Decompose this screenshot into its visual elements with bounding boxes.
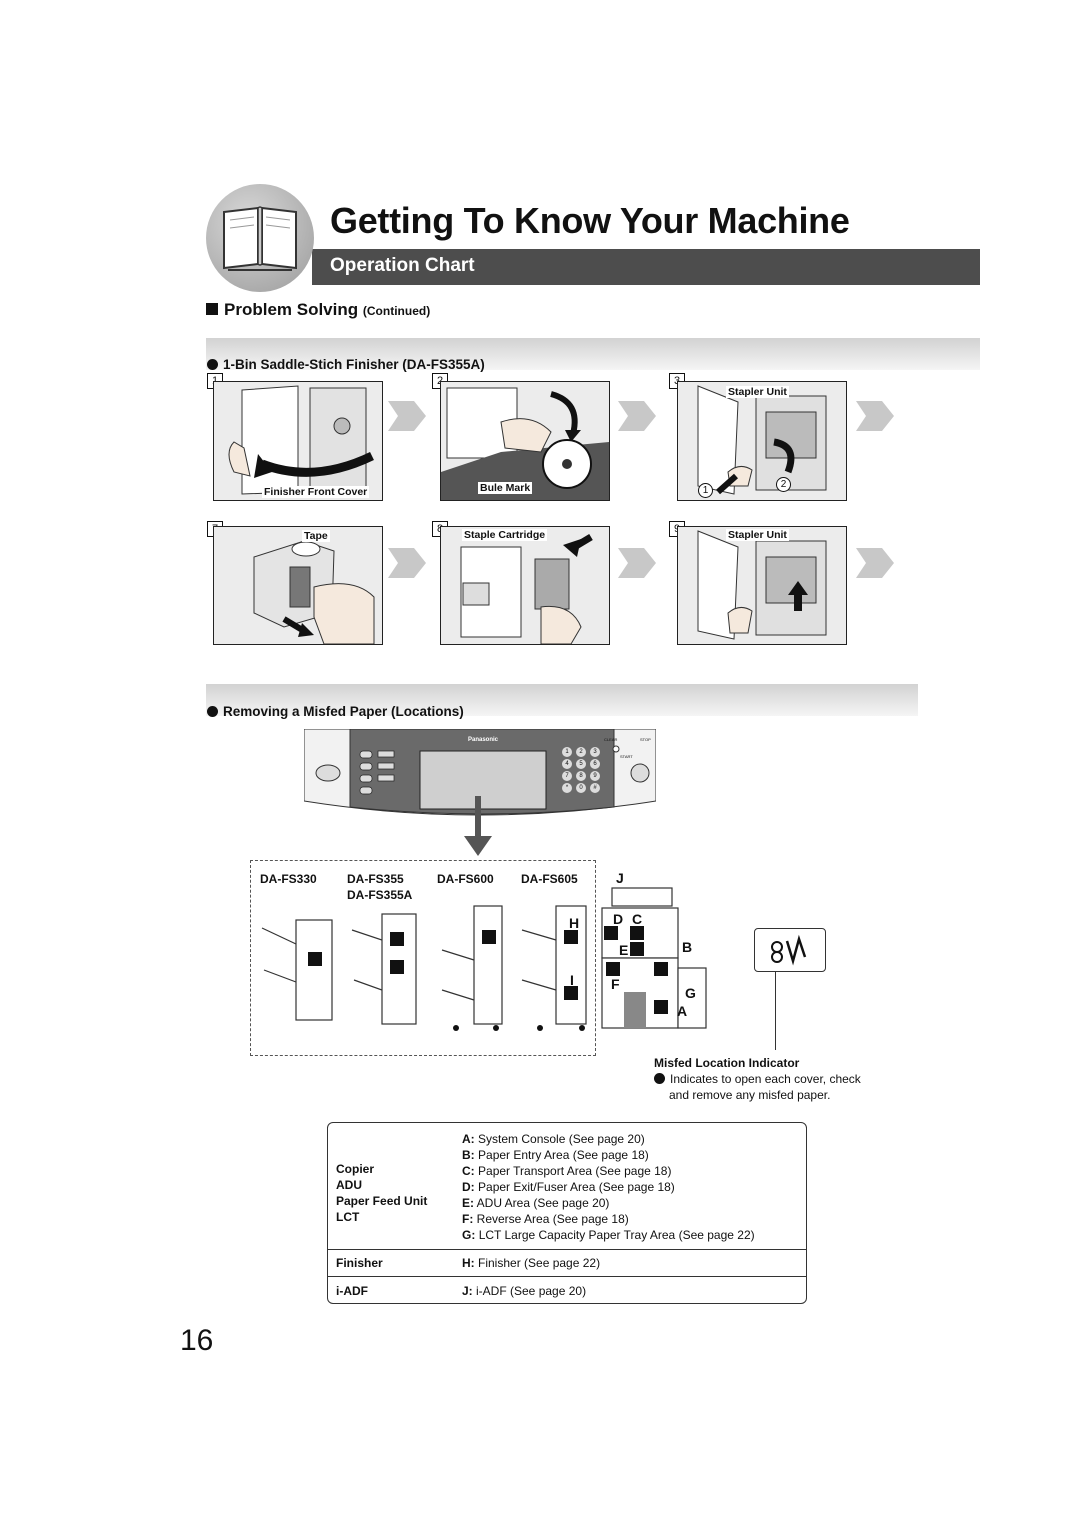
indicator-leader-line [775, 972, 776, 1050]
panel-clear-label: CLEAR [604, 737, 618, 742]
table-row: A: System Console (See page 20) [462, 1132, 645, 1146]
model-label: DA-FS600 [437, 872, 494, 886]
location-letter: I [570, 972, 574, 988]
table-row: J: i-ADF (See page 20) [462, 1284, 587, 1298]
step-2-illustration [440, 381, 610, 501]
indicator-description: Indicates to open each cover, check [654, 1071, 861, 1087]
step-1-illustration [213, 381, 383, 501]
label-tape: Tape [302, 530, 330, 542]
panel-stop-label: STOP [640, 737, 651, 742]
location-letter: D [613, 911, 624, 927]
location-letter: J [616, 870, 624, 886]
step-3-illustration [677, 381, 847, 501]
keypad-key: 6 [590, 759, 600, 769]
keypad-key: 5 [576, 759, 586, 769]
subsection-band [206, 338, 980, 370]
table-row: B: Paper Entry Area (See page 18) [462, 1148, 649, 1162]
next-arrow-icon [856, 401, 894, 431]
misfed-heading: Removing a Misfed Paper (Locations) [207, 704, 464, 719]
step-8-illustration [440, 526, 610, 645]
group-label: i-ADF [336, 1284, 368, 1298]
control-panel-illustration: Panasonic CLEAR STOP START 1 2 3 4 5 6 7… [304, 729, 656, 821]
banner-title: Operation Chart [330, 255, 475, 276]
panel-brand: Panasonic [468, 737, 499, 743]
group-label: ADU [336, 1178, 362, 1192]
table-row: D: Paper Exit/Fuser Area (See page 18) [462, 1180, 675, 1194]
location-letter: C [632, 911, 643, 927]
location-letter: A [677, 1003, 688, 1019]
model-label: DA-FS330 [260, 872, 317, 886]
page-number: 16 [180, 1324, 214, 1357]
circled-number: 2 [776, 477, 791, 492]
finisher-drawings [261, 905, 587, 1031]
label-stapler-unit: Stapler Unit [726, 529, 789, 541]
table-row: F: Reverse Area (See page 18) [462, 1212, 629, 1226]
keypad-key: 7 [562, 771, 572, 781]
down-arrow-icon [464, 796, 492, 856]
label-staple-cartridge: Staple Cartridge [462, 529, 548, 541]
group-label: LCT [336, 1210, 360, 1224]
bullet-icon [207, 359, 218, 370]
location-letter: G [685, 985, 696, 1001]
location-letter: F [611, 976, 620, 992]
next-arrow-icon [388, 401, 426, 431]
finisher-heading: 1-Bin Saddle-Stich Finisher (DA-FS355A) [207, 357, 485, 372]
keypad-key: * [562, 783, 572, 793]
copier-drawing [601, 887, 707, 1029]
model-label: DA-FS355A [347, 888, 413, 902]
group-label: Paper Feed Unit [336, 1194, 428, 1208]
section-heading: Problem Solving (Continued) [206, 300, 430, 320]
misfed-indicator-icon [754, 928, 826, 972]
square-bullet-icon [206, 303, 218, 315]
location-legend-table: Copier ADU Paper Feed Unit LCT A: System… [327, 1122, 807, 1304]
table-row: E: ADU Area (See page 20) [462, 1196, 610, 1210]
next-arrow-icon [388, 548, 426, 578]
keypad-key: 9 [590, 771, 600, 781]
bullet-icon [654, 1073, 665, 1084]
keypad: 1 2 3 4 5 6 7 8 9 * 0 # [562, 747, 604, 793]
step-9-illustration [677, 526, 847, 645]
keypad-key: 8 [576, 771, 586, 781]
next-arrow-icon [618, 401, 656, 431]
keypad-key: # [590, 783, 600, 793]
model-label: DA-FS355 [347, 872, 404, 886]
keypad-key: 2 [576, 747, 586, 757]
subsection-band [206, 684, 918, 716]
table-row: C: Paper Transport Area (See page 18) [462, 1164, 672, 1178]
label-finisher-front-cover: Finisher Front Cover [262, 486, 370, 498]
table-divider [328, 1249, 806, 1250]
location-letter: E [619, 942, 629, 958]
keypad-key: 4 [562, 759, 572, 769]
bullet-icon [207, 706, 218, 717]
label-blue-mark: Bule Mark [478, 482, 533, 494]
model-label: DA-FS605 [521, 872, 578, 886]
location-letter: H [569, 915, 580, 931]
section-banner: Operation Chart [312, 249, 980, 285]
section-title: Problem Solving [224, 300, 359, 319]
step-7-illustration [213, 526, 383, 645]
panel-start-label: START [620, 754, 633, 759]
book-icon [206, 184, 314, 292]
label-stapler-unit: Stapler Unit [726, 386, 789, 398]
circled-number: 1 [698, 483, 713, 498]
next-arrow-icon [856, 548, 894, 578]
table-row: H: Finisher (See page 22) [462, 1256, 601, 1270]
location-letter: B [682, 939, 693, 955]
finisher-models-box [250, 860, 596, 1056]
indicator-title: Misfed Location Indicator [654, 1056, 800, 1070]
page-title: Getting To Know Your Machine [330, 200, 850, 241]
table-row: G: LCT Large Capacity Paper Tray Area (S… [462, 1228, 755, 1242]
next-arrow-icon [618, 548, 656, 578]
table-divider [328, 1276, 806, 1277]
group-label: Copier [336, 1162, 375, 1176]
keypad-key: 0 [576, 783, 586, 793]
keypad-key: 1 [562, 747, 572, 757]
keypad-key: 3 [590, 747, 600, 757]
indicator-description-cont: and remove any misfed paper. [669, 1088, 831, 1102]
section-suffix: (Continued) [362, 304, 431, 318]
group-label: Finisher [336, 1256, 383, 1270]
